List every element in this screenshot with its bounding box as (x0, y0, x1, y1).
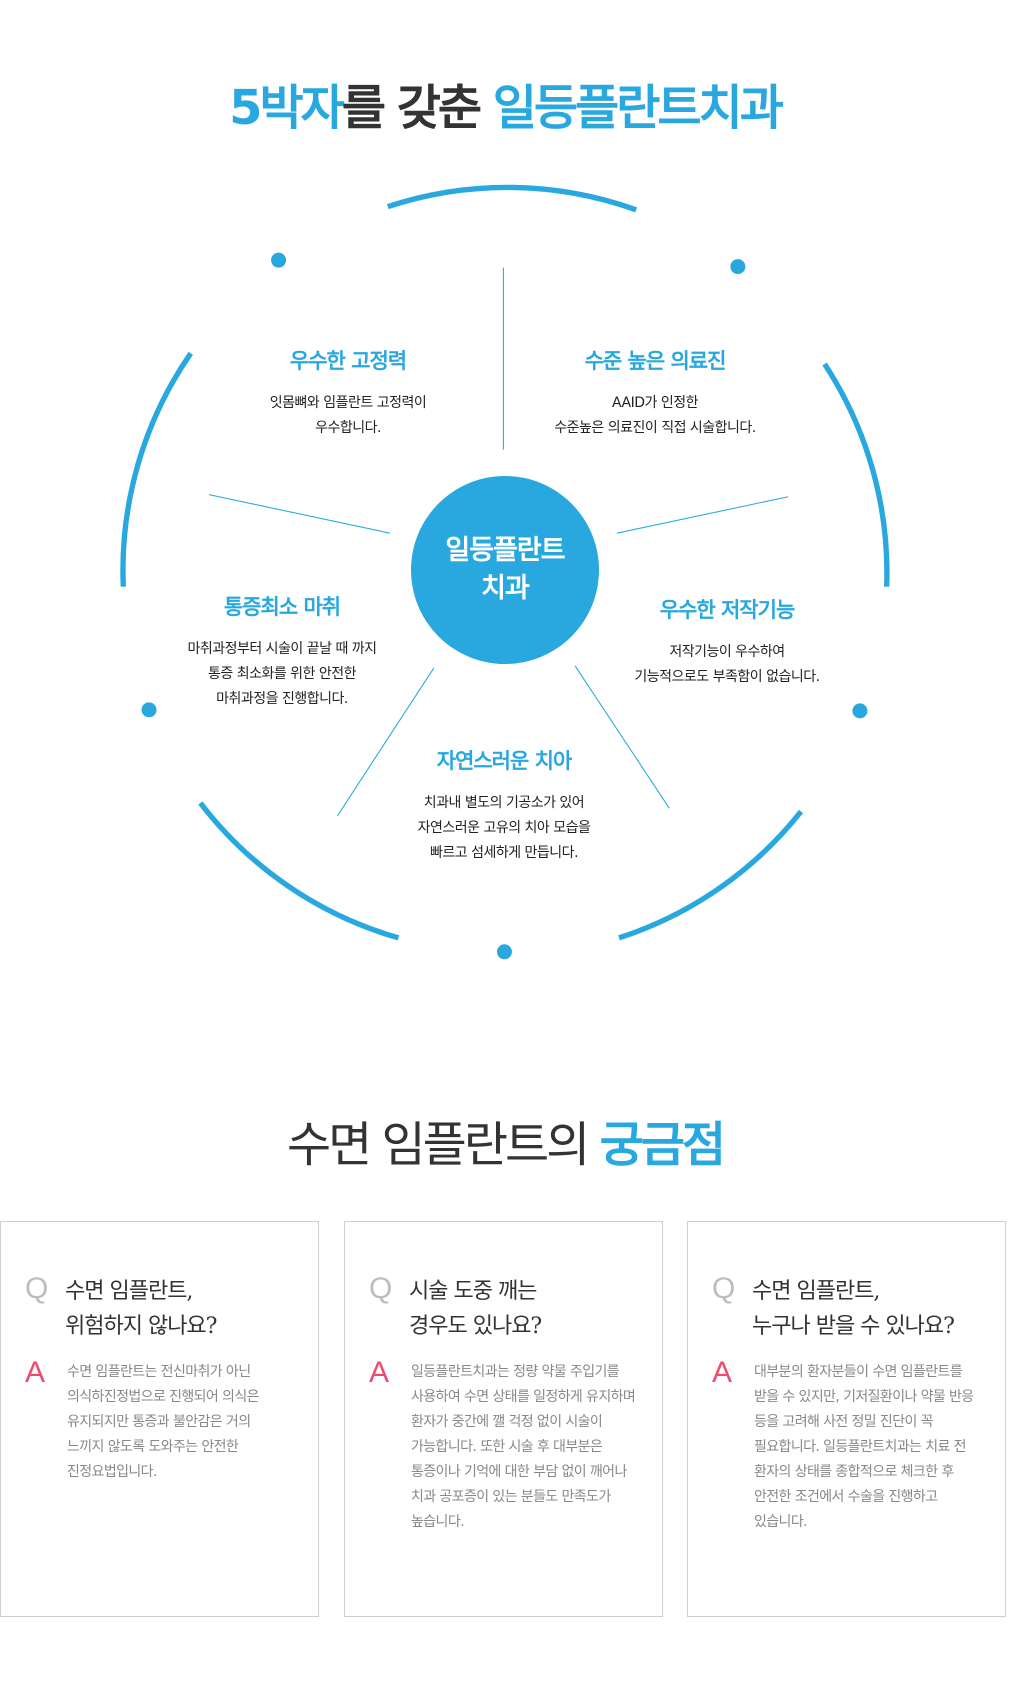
question-line: 수면 임플란트, (65, 1279, 193, 1304)
answer-line: 있습니다. (754, 1514, 808, 1530)
dot (730, 259, 746, 275)
hub-text: 치과 (481, 573, 530, 604)
feature-desc: 잇몸뼈와 임플란트 고정력이 (269, 395, 427, 411)
feature-desc: 통증 최소화를 위한 안전한 (207, 666, 357, 682)
title-brand: 일등플란트치과 (492, 80, 784, 136)
arc-bottom-left (198, 801, 400, 941)
answer-line: 의식하진정법으로 진행되어 의식은 (67, 1389, 260, 1405)
answer-line: 사용하여 수면 상태를 일정하게 유지하며 (411, 1389, 636, 1405)
a-icon: A (25, 1356, 46, 1389)
feature-title: 우수한 고정력 (289, 349, 407, 373)
faq-title-text: 수면 임플란트의 (286, 1117, 600, 1173)
arc-top (386, 184, 638, 213)
feature-title: 수준 높은 의료진 (584, 349, 727, 373)
q-icon: Q (712, 1272, 736, 1305)
answer-line: 높습니다. (411, 1514, 465, 1530)
answer-line: 등을 고려해 사전 정밀 진단이 꼭 (754, 1414, 933, 1430)
feature-fixation: 우수한 고정력 잇몸뼈와 임플란트 고정력이 우수합니다. (188, 345, 508, 441)
feature-desc: 빠르고 섬세하게 만듭니다. (429, 845, 579, 861)
feature-desc: AAID가 인정한 (612, 395, 698, 411)
dot (141, 702, 157, 718)
faq-question: 수면 임플란트, 위험하지 않나요? (65, 1274, 217, 1344)
dot (852, 703, 868, 719)
answer-line: 환자가 중간에 깰 걱정 없이 시술이 (411, 1414, 603, 1430)
faq-title-highlight: 궁금점 (599, 1117, 726, 1173)
answer-line: 필요합니다. 일등플란트치과는 치료 전 (754, 1439, 966, 1455)
faq-card: Q 수면 임플란트, 누구나 받을 수 있나요? A 대부분의 환자분들이 수면… (687, 1221, 1006, 1617)
question-line: 누구나 받을 수 있나요? (752, 1314, 955, 1339)
faq-card: Q 수면 임플란트, 위험하지 않나요? A 수면 임플란트는 전신마취가 아닌… (0, 1221, 319, 1617)
feature-title: 자연스러운 치아 (436, 749, 573, 773)
answer-line: 통증이나 기억에 대한 부담 없이 깨어나 (411, 1464, 627, 1480)
a-icon: A (369, 1356, 390, 1389)
answer-line: 수면 임플란트는 전신마취가 아닌 (67, 1364, 251, 1380)
faq-card: Q 시술 도중 깨는 경우도 있나요? A 일등플란트치과는 정량 약물 주입기… (344, 1221, 663, 1617)
faq-answer: 수면 임플란트는 전신마취가 아닌 의식하진정법으로 진행되어 의식은 유지되지… (67, 1360, 317, 1485)
feature-natural-teeth: 자연스러운 치아 치과내 별도의 기공소가 있어 자연스러운 고유의 치아 모습… (344, 745, 664, 866)
divider-line (574, 665, 670, 809)
answer-line: 일등플란트치과는 정량 약물 주입기를 (411, 1364, 620, 1380)
faq-question: 수면 임플란트, 누구나 받을 수 있나요? (752, 1274, 955, 1344)
q-icon: Q (25, 1272, 49, 1305)
divider-line (337, 667, 435, 817)
answer-line: 유지되지만 통증과 불안감은 거의 (67, 1414, 251, 1430)
dot (271, 252, 287, 268)
answer-line: 진정요법입니다. (67, 1464, 157, 1480)
arc-bottom-right (618, 809, 804, 941)
feature-desc: 자연스러운 고유의 치아 모습을 (417, 820, 591, 836)
feature-desc: 수준높은 의료진이 직접 시술합니다. (554, 420, 756, 436)
question-line: 경우도 있나요? (409, 1314, 542, 1339)
feature-title: 우수한 저작기능 (659, 598, 796, 622)
faq-answer: 일등플란트치과는 정량 약물 주입기를 사용하여 수면 상태를 일정하게 유지하… (411, 1360, 661, 1535)
feature-desc: 저작기능이 우수하여 (669, 644, 785, 660)
question-line: 위험하지 않나요? (65, 1314, 217, 1339)
feature-chewing: 우수한 저작기능 저작기능이 우수하여 기능적으로도 부족함이 없습니다. (567, 594, 887, 690)
feature-title: 통증최소 마취 (223, 595, 341, 619)
answer-line: 가능합니다. 또한 시술 후 대부분은 (411, 1439, 603, 1455)
answer-line: 치과 공포증이 있는 분들도 만족도가 (411, 1489, 611, 1505)
center-hub: 일등플란트 치과 (411, 476, 599, 664)
divider-line (616, 496, 789, 534)
answer-line: 환자의 상태를 종합적으로 체크한 후 (754, 1464, 954, 1480)
question-line: 시술 도중 깨는 (409, 1279, 537, 1304)
feature-desc: 우수합니다. (315, 420, 381, 436)
arc-right (822, 362, 890, 587)
feature-desc: 마취과정부터 시술이 끝날 때 까지 (187, 641, 377, 657)
faq-title: 수면 임플란트의 궁금점 (0, 1105, 1010, 1175)
feature-desc: 기능적으로도 부족함이 없습니다. (634, 669, 820, 685)
q-icon: Q (369, 1272, 393, 1305)
divider-line (208, 494, 391, 534)
feature-anesthesia: 통증최소 마취 마취과정부터 시술이 끝날 때 까지 통증 최소화를 위한 안전… (122, 591, 442, 712)
section-title: 5박자를 갖춘 일등플란트치과 (0, 68, 1010, 138)
answer-line: 받을 수 있지만, 기저질환이나 약물 반응 (754, 1389, 974, 1405)
faq-answer: 대부분의 환자분들이 수면 임플란트를 받을 수 있지만, 기저질환이나 약물 … (754, 1360, 1004, 1535)
title-highlight: 5박자 (229, 80, 345, 136)
question-line: 수면 임플란트, (752, 1279, 880, 1304)
faq-question: 시술 도중 깨는 경우도 있나요? (409, 1274, 542, 1344)
a-icon: A (712, 1356, 733, 1389)
feature-desc: 치과내 별도의 기공소가 있어 (423, 795, 585, 811)
arc-left (120, 351, 193, 587)
answer-line: 느끼지 않도록 도와주는 안전한 (67, 1439, 239, 1455)
hub-text: 일등플란트 (445, 535, 565, 566)
feature-medical-staff: 수준 높은 의료진 AAID가 인정한 수준높은 의료진이 직접 시술합니다. (495, 345, 815, 441)
title-text: 를 갖춘 (341, 80, 493, 136)
dot (496, 944, 512, 960)
answer-line: 안전한 조건에서 수술을 진행하고 (754, 1489, 938, 1505)
answer-line: 대부분의 환자분들이 수면 임플란트를 (754, 1364, 963, 1380)
feature-desc: 마취과정을 진행합니다. (216, 691, 348, 707)
